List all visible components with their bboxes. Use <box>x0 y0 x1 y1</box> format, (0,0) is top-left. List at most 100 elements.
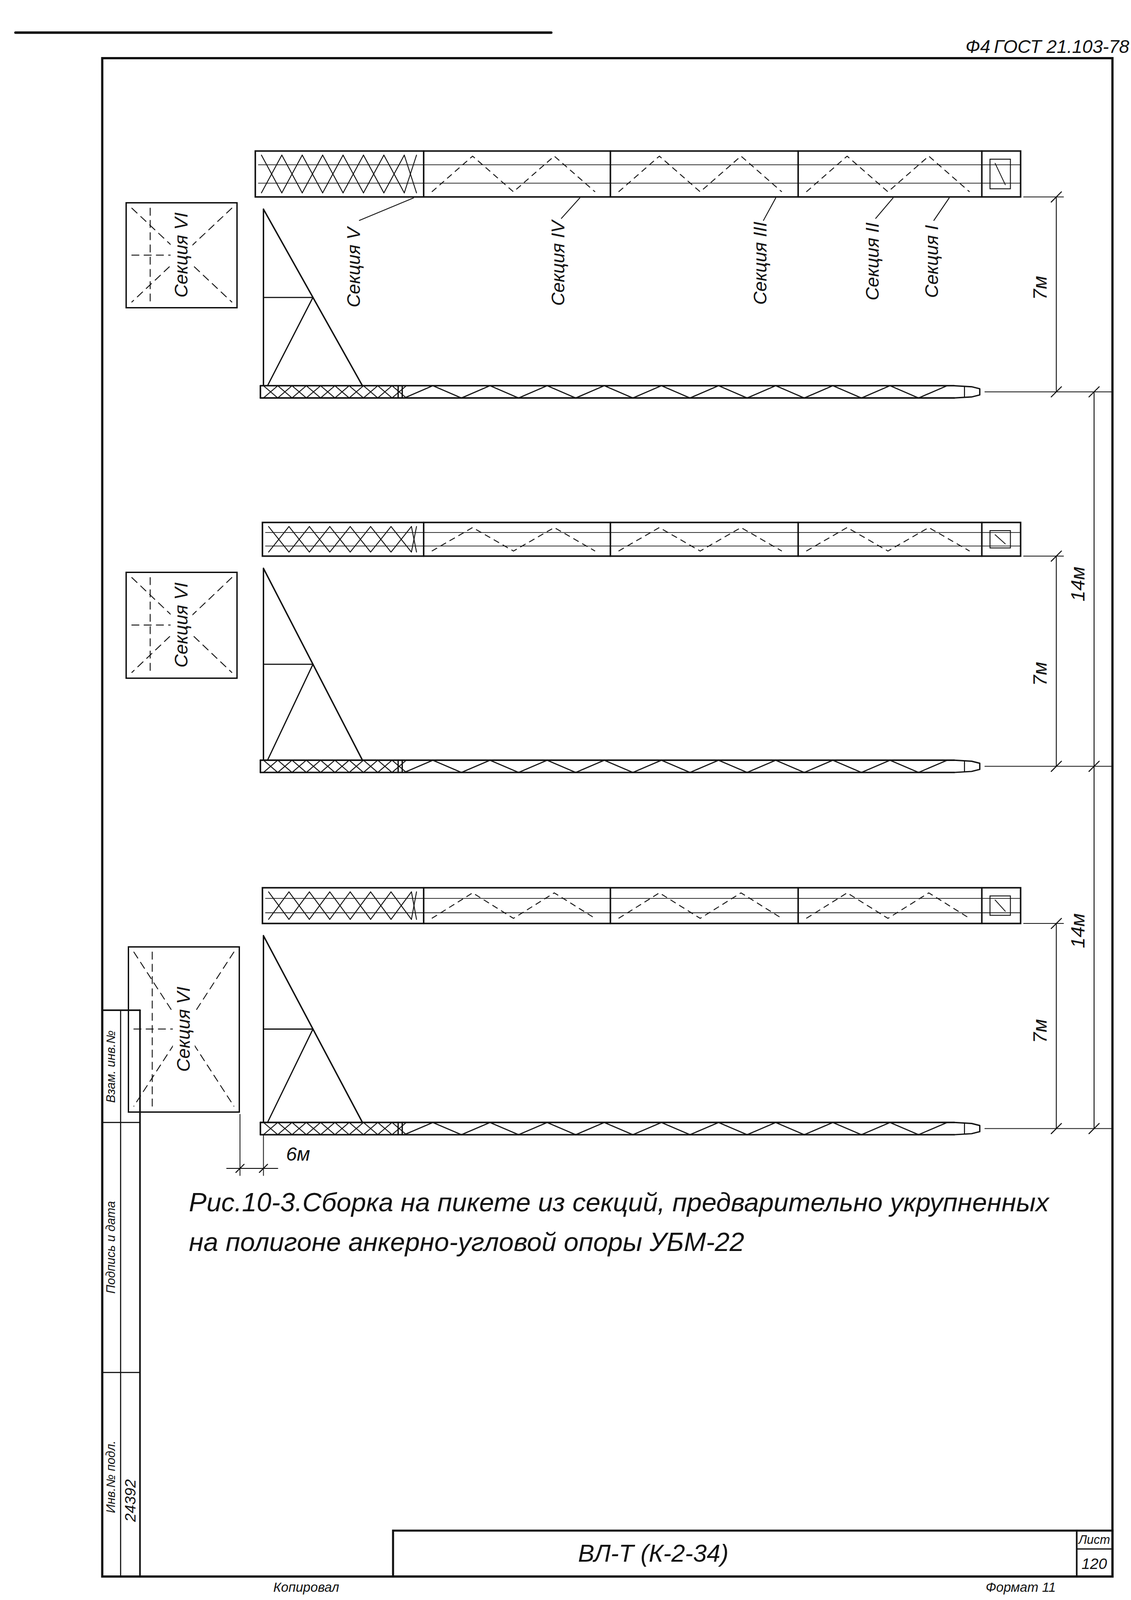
bar-head <box>964 761 965 772</box>
dimension-tick <box>1051 1123 1062 1134</box>
lattice-bracing <box>349 385 364 398</box>
lattice-bracing <box>432 527 596 551</box>
lattice-bracing <box>306 385 321 398</box>
dimension-tick <box>1089 1123 1100 1134</box>
lattice-bracing <box>363 155 385 193</box>
lattice-bracing <box>377 385 392 398</box>
lattice-bracing <box>291 385 307 398</box>
lattice-bracing <box>291 1122 307 1135</box>
section-head-part <box>990 159 1011 189</box>
dimension-tick <box>1051 191 1062 202</box>
frame-strut <box>267 1029 313 1123</box>
lattice-bracing <box>334 385 350 398</box>
strip-chord <box>265 912 1021 914</box>
section-box: Секция VI <box>125 571 238 679</box>
section-label: Секция VI <box>172 984 195 1075</box>
lattice-bracing <box>263 1122 278 1135</box>
section-label: Секция III <box>750 221 771 305</box>
bar-head <box>954 760 980 773</box>
lattice-bracing <box>263 760 278 773</box>
lattice-bracing <box>281 155 303 193</box>
lattice-bracing <box>349 760 364 773</box>
section-divider <box>797 522 799 557</box>
lattice-bracing <box>306 385 321 398</box>
lattice-bracing <box>281 155 303 193</box>
lattice-bracing <box>404 1122 948 1135</box>
lattice-bracing <box>268 526 290 553</box>
dashed-bracing <box>131 208 232 303</box>
section-divider <box>422 151 425 198</box>
lattice-bracing <box>377 1122 392 1135</box>
section-joint <box>401 1122 403 1135</box>
lattice-bracing <box>302 155 323 193</box>
lattice-bracing <box>806 156 970 192</box>
lattice-bracing <box>288 526 310 553</box>
strip-chord <box>258 182 1021 184</box>
title-block-line <box>1076 1548 1113 1550</box>
lattice-bracing <box>309 891 330 920</box>
section-label: Секция IV <box>548 220 569 307</box>
frame-leg <box>263 935 363 1123</box>
lattice-bracing <box>306 760 321 773</box>
dimension-label: 14м <box>1067 913 1089 949</box>
lattice-bracing <box>334 760 350 773</box>
section-divider <box>980 522 983 557</box>
lattice-bracing <box>363 1122 378 1135</box>
lattice-bracing <box>391 385 407 398</box>
lattice-bracing <box>329 526 351 553</box>
lattice-bracing <box>404 155 417 193</box>
section-head-part <box>990 896 1011 916</box>
lattice-bracing <box>404 385 948 398</box>
stamp-line <box>139 1010 141 1577</box>
lattice-bracing <box>350 891 371 920</box>
dimension-tick <box>1051 761 1062 772</box>
dimension-line <box>1055 923 1057 1129</box>
lattice-bracing <box>432 156 596 192</box>
section-divider <box>609 522 611 557</box>
stamp-line <box>119 1010 121 1577</box>
lattice-bracing <box>363 385 378 398</box>
lattice-bracing <box>404 155 417 193</box>
section-joint <box>397 1122 399 1135</box>
dimension-extension <box>239 1114 241 1176</box>
lattice-bracing <box>263 385 278 398</box>
dimension-tick <box>1051 918 1062 929</box>
dimension-line <box>1055 556 1057 767</box>
lattice-bracing <box>363 760 378 773</box>
lattice-bracing <box>320 385 335 398</box>
figure-caption: Рис.10-3.Сборка на пикете из секций, пре… <box>188 1182 1057 1262</box>
frame-strut <box>267 664 313 761</box>
leader-line <box>933 198 950 221</box>
section-divider <box>609 151 611 198</box>
lattice-bracing <box>618 527 782 551</box>
lattice-bracing <box>363 1122 378 1135</box>
lattice-bracing <box>277 1122 292 1135</box>
lattice-bracing <box>263 1122 278 1135</box>
leader-line <box>561 198 580 219</box>
lattice-bracing <box>370 526 391 553</box>
section-head-part <box>995 163 1006 185</box>
lattice-bracing <box>334 385 350 398</box>
sheet-top-line <box>15 31 552 35</box>
dimension-label: 14м <box>1067 566 1089 602</box>
lattice-bracing <box>411 891 417 920</box>
section-label: Секция II <box>862 222 883 301</box>
assembled-bar <box>259 385 261 398</box>
stamp-label: Взам. инв.№ <box>104 1030 119 1103</box>
dimension-tick <box>1089 386 1100 397</box>
stamp-value: 24392 <box>122 1479 140 1522</box>
dashed-bracing <box>149 208 151 303</box>
lattice-bracing <box>370 891 391 920</box>
assembled-bar <box>259 1122 261 1135</box>
lattice-bracing <box>390 891 412 920</box>
lattice-bracing <box>329 891 351 920</box>
lattice-bracing <box>291 1122 307 1135</box>
lattice-bracing <box>391 760 407 773</box>
lattice-bracing <box>320 385 335 398</box>
lattice-bracing <box>277 760 292 773</box>
dimension-extension <box>263 1134 265 1176</box>
lattice-bracing <box>377 760 392 773</box>
dashed-bracing <box>133 952 234 1107</box>
dimension-line <box>1093 391 1095 1129</box>
lattice-bracing <box>343 155 364 193</box>
